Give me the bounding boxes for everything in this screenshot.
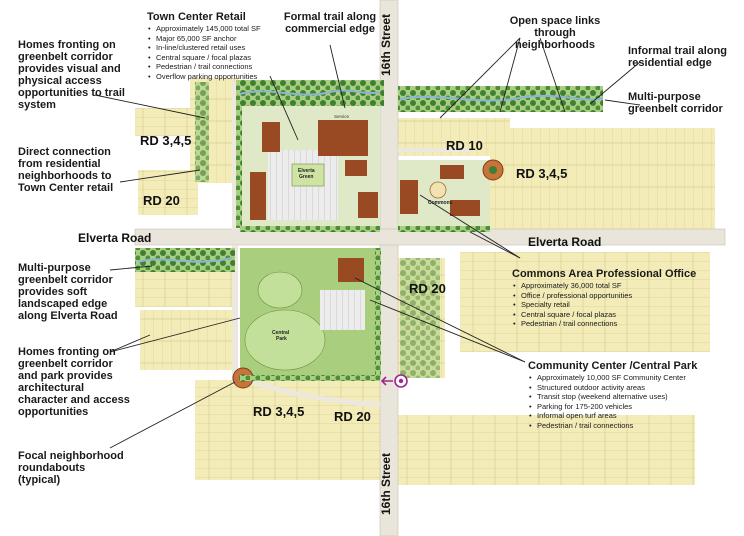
town-center-list: Approximately 145,000 total SF Major 65,… <box>147 24 287 81</box>
callout-roundabouts: Focal neighborhood roundabouts (typical) <box>18 450 124 486</box>
callout-open-space-links: Open space links through neighborhoods <box>509 15 601 51</box>
zone-rd345-northeast: RD 3,4,5 <box>516 166 568 181</box>
zone-rd20-west: RD 20 <box>143 193 180 208</box>
svg-text:Elverta: Elverta <box>298 168 315 174</box>
road-16th-street-south: 16th Street <box>379 452 393 515</box>
road-16th-street-north: 16th Street <box>379 13 393 76</box>
commons-office-info: Commons Area Professional Office Approxi… <box>512 268 702 329</box>
commons-block: Commons <box>398 159 504 226</box>
leader-lines <box>94 37 641 449</box>
road-elverta-east: Elverta Road <box>528 235 602 249</box>
community-center-item: Informal open turf areas <box>528 411 738 421</box>
town-center-item: Major 65,000 SF anchor <box>147 34 287 44</box>
community-center-item: Pedestrian / trail connections <box>528 421 738 431</box>
svg-text:Service: Service <box>334 114 350 119</box>
tree-canopy <box>236 106 490 381</box>
road-elverta-west: Elverta Road <box>78 231 152 245</box>
transit-stop-marker <box>380 374 408 388</box>
commons-office-item: Pedestrian / trail connections <box>512 319 702 329</box>
town-center-title: Town Center Retail <box>147 11 246 23</box>
callout-homes-fronting-trail: Homes fronting on greenbelt corridor pro… <box>18 39 125 111</box>
town-center-info: Town Center Retail Approximately 145,000… <box>147 11 287 81</box>
callout-homes-fronting-park: Homes fronting on greenbelt corridor and… <box>18 346 130 418</box>
community-center-list: Approximately 10,000 SF Community Center… <box>528 373 738 430</box>
residential-lots <box>135 78 715 485</box>
community-center-item: Structured outdoor activity areas <box>528 383 738 393</box>
town-center-item: Approximately 145,000 total SF <box>147 24 287 34</box>
commons-office-item: Office / professional opportunities <box>512 291 702 301</box>
svg-text:Commons: Commons <box>428 200 453 206</box>
zone-rd345-south: RD 3,4,5 <box>253 404 305 419</box>
zone-rd10: RD 10 <box>446 138 483 153</box>
svg-text:Park: Park <box>276 336 287 342</box>
callout-formal-trail: Formal trail along commercial edge <box>283 11 377 35</box>
commons-office-item: Approximately 36,000 total SF <box>512 281 702 291</box>
callout-greenbelt-corridor: Multi-purpose greenbelt corridor <box>628 91 723 115</box>
community-center-title: Community Center /Central Park <box>528 360 698 372</box>
town-center-item: Overflow parking opportunities <box>147 72 287 82</box>
central-park-block: Central Park <box>232 248 440 389</box>
commons-office-list: Approximately 36,000 total SF Office / p… <box>512 281 702 329</box>
community-center-info: Community Center /Central Park Approxima… <box>528 360 738 430</box>
commons-office-title: Commons Area Professional Office <box>512 268 697 280</box>
callout-direct-connection: Direct connection from residential neigh… <box>18 146 114 194</box>
greenbelt-corridors <box>135 80 604 272</box>
zone-rd20-center: RD 20 <box>409 281 446 296</box>
community-center-item: Approximately 10,000 SF Community Center <box>528 373 738 383</box>
svg-text:Central: Central <box>272 330 290 336</box>
town-center-item: In-line/clustered retail uses <box>147 43 287 53</box>
town-center-block: Elverta Green Service <box>238 106 380 228</box>
zone-rd345-northwest: RD 3,4,5 <box>140 133 192 148</box>
town-center-item: Central square / focal plazas <box>147 53 287 63</box>
svg-text:Green: Green <box>299 174 313 180</box>
commons-office-item: Specialty retail <box>512 300 702 310</box>
community-center-item: Transit stop (weekend alternative uses) <box>528 392 738 402</box>
callout-greenbelt-elverta: Multi-purpose greenbelt corridor provide… <box>18 262 118 322</box>
zone-rd20-south: RD 20 <box>334 409 371 424</box>
town-center-item: Pedestrian / trail connections <box>147 62 287 72</box>
community-center-item: Parking for 175-200 vehicles <box>528 402 738 412</box>
commons-office-item: Central square / focal plazas <box>512 310 702 320</box>
callout-informal-trail: Informal trail along residential edge <box>628 45 728 69</box>
